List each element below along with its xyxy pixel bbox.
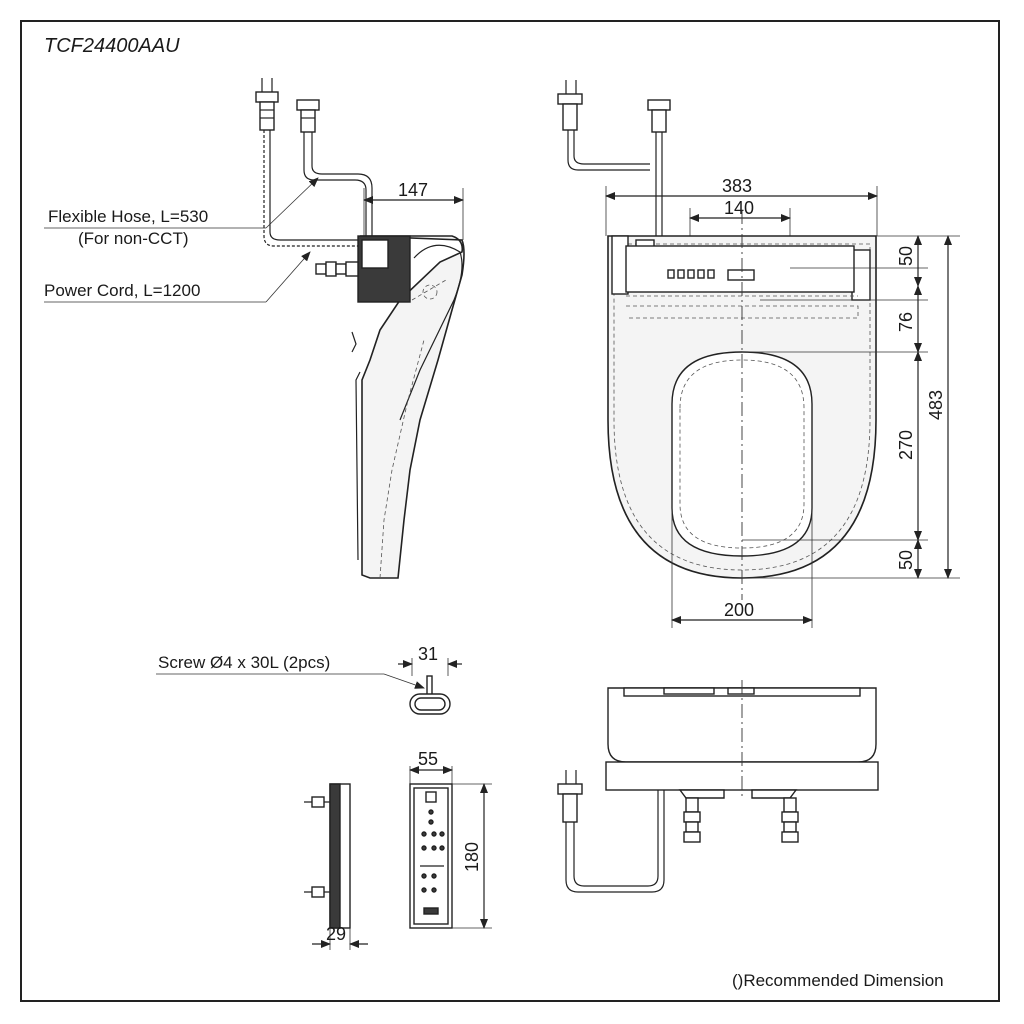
dim-remote-depth: 29: [326, 924, 346, 944]
remote-side-view: 29: [304, 783, 368, 950]
hose-connector-icon: [296, 99, 320, 133]
drawing-frame: [20, 20, 1000, 1002]
top-view: 383 140: [557, 80, 960, 628]
flexible-hose-note: (For non-CCT): [78, 229, 189, 248]
logo-plate: [727, 269, 755, 281]
dim-opening-width: 200: [724, 600, 754, 620]
side-view: 147 Flexible Hose, L=530 (For non-CCT): [44, 78, 465, 579]
remote-front-view: 55 180: [409, 749, 492, 929]
power-plug-icon: [255, 78, 279, 131]
inlet-fitting-icon: [315, 261, 359, 277]
power-plug-icon: [557, 80, 583, 131]
remote-buttons: [420, 791, 445, 915]
power-plug-icon: [557, 770, 583, 823]
power-cord-label: Power Cord, L=1200: [44, 281, 200, 300]
screw-detail: 31 Screw Ø4 x 30L (2pcs): [156, 644, 462, 715]
recommended-dimension-note: ()Recommended Dimension: [732, 971, 944, 990]
dim-top-to-hinge: 50: [896, 246, 916, 266]
seat-side-body: [359, 235, 465, 579]
dim-hinge-to-opening: 76: [896, 312, 916, 332]
side-panel-buttons: [667, 269, 715, 279]
dim-opening-length: 270: [896, 430, 916, 460]
front-fitting-left-icon: [678, 789, 725, 843]
front-fitting-right-icon: [751, 789, 799, 843]
flexible-hose-label: Flexible Hose, L=530: [48, 207, 208, 226]
dim-remote-width: 55: [418, 749, 438, 769]
dim-front-margin: 50: [896, 550, 916, 570]
dim-remote-height: 180: [462, 842, 482, 872]
dim-overall-length: 483: [926, 390, 946, 420]
screw-label: Screw Ø4 x 30L (2pcs): [158, 653, 330, 672]
model-title: TCF24400AAU: [44, 35, 180, 57]
dim-screw-bracket: 31: [418, 644, 438, 664]
dim-overall-width: 383: [722, 176, 752, 196]
hose-connector-icon: [647, 99, 671, 133]
front-view: [557, 680, 879, 893]
screw-icon: [426, 675, 433, 697]
dim-panel-width: 140: [724, 198, 754, 218]
dim-side-depth: 147: [398, 180, 428, 200]
